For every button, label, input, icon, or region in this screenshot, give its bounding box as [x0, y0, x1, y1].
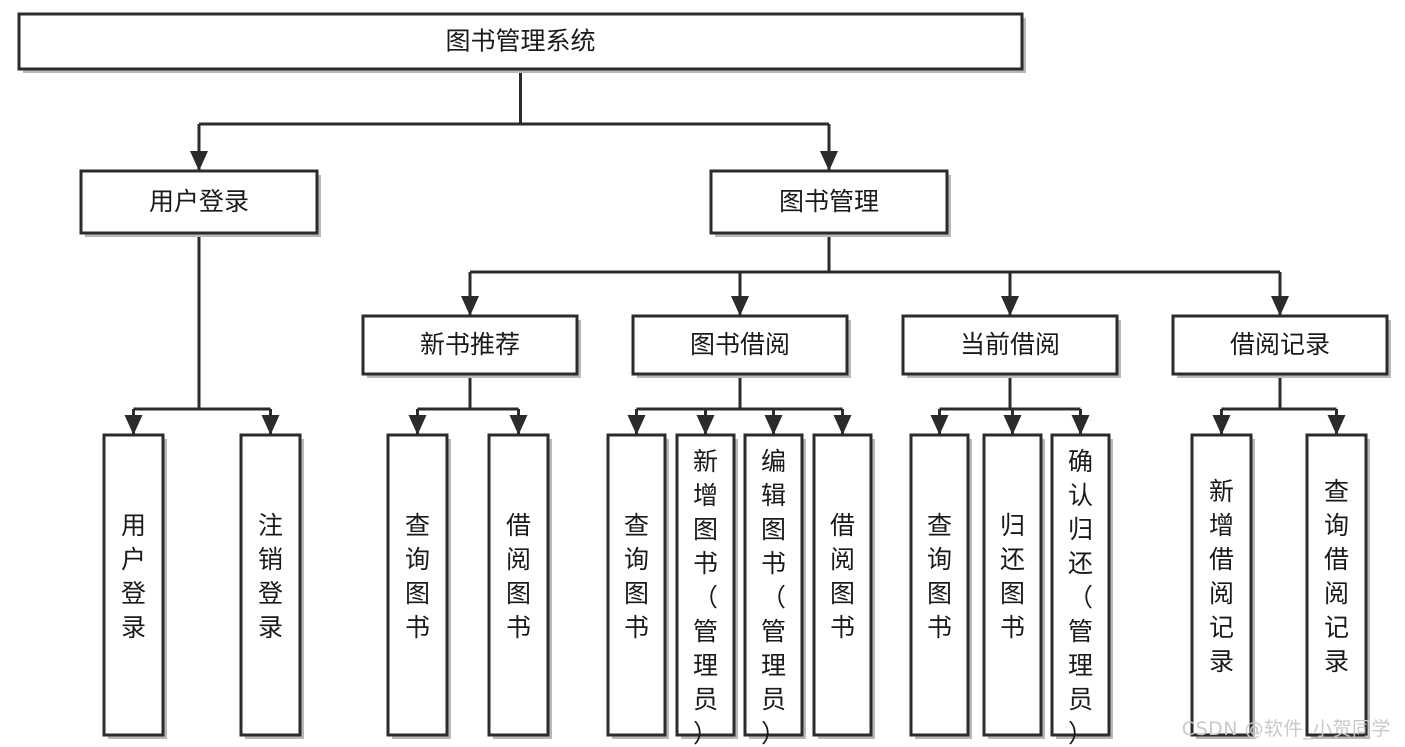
- node-leaf-add-borrow-record[interactable]: 新增借阅记录: [1190, 433, 1255, 739]
- node-label: 查询图书: [405, 511, 430, 642]
- node-box: [239, 433, 302, 737]
- node-label: 归还图书: [1000, 511, 1025, 642]
- node-layer: 图书管理系统用户登录图书管理新书推荐图书借阅当前借阅借阅记录用户登录注销登录查询…: [17, 12, 1391, 747]
- node-box: [1171, 314, 1389, 376]
- node-leaf-edit-book[interactable]: 编辑图书（管理员）: [743, 433, 806, 747]
- node-leaf-add-book[interactable]: 新增图书（管理员）: [675, 433, 738, 747]
- node-box: [675, 433, 736, 737]
- edge-group-current-borrow: [930, 374, 1090, 435]
- arrow-head: [1001, 296, 1019, 316]
- node-new-book-recommend[interactable]: 新书推荐: [361, 314, 581, 378]
- node-label: 查询借阅记录: [1324, 477, 1349, 676]
- node-label: 查询图书: [927, 511, 952, 642]
- arrow-head: [731, 296, 749, 316]
- node-user-login[interactable]: 用户登录: [79, 169, 321, 237]
- node-book-borrow[interactable]: 图书借阅: [631, 314, 851, 378]
- node-leaf-logout-login[interactable]: 注销登录: [239, 433, 304, 739]
- node-box: [709, 169, 949, 235]
- node-current-borrow[interactable]: 当前借阅: [901, 314, 1121, 378]
- arrow-head: [764, 415, 783, 435]
- node-box: [743, 433, 804, 737]
- node-leaf-query-borrow-record[interactable]: 查询借阅记录: [1305, 433, 1370, 739]
- node-box: [361, 314, 579, 376]
- node-leaf-query-book-3[interactable]: 查询图书: [909, 433, 972, 739]
- edge-group-user-login: [124, 233, 280, 435]
- node-box: [386, 433, 449, 737]
- arrow-head: [696, 415, 715, 435]
- node-leaf-borrow-book-2[interactable]: 借阅图书: [812, 433, 875, 739]
- node-box: [1305, 433, 1368, 737]
- arrow-head: [1212, 415, 1231, 435]
- edge-layer: [124, 69, 1346, 435]
- arrow-head: [190, 151, 208, 171]
- node-box: [1190, 433, 1253, 737]
- node-box: [909, 433, 970, 737]
- node-leaf-query-book-2[interactable]: 查询图书: [606, 433, 669, 739]
- arrow-head: [509, 415, 528, 435]
- edge-group-root: [190, 69, 838, 171]
- node-box: [982, 433, 1043, 737]
- edge-group-new-book-recommend: [408, 374, 528, 435]
- arrow-head: [461, 296, 479, 316]
- node-book-manage[interactable]: 图书管理: [709, 169, 951, 237]
- node-label: 用户登录: [121, 511, 146, 642]
- arrow-head: [1003, 415, 1022, 435]
- node-label: 确认归还（管理员）: [1068, 447, 1093, 747]
- arrow-head: [820, 151, 838, 171]
- arrow-head: [1271, 296, 1289, 316]
- node-label: 借阅图书: [830, 511, 855, 642]
- node-leaf-query-book-1[interactable]: 查询图书: [386, 433, 451, 739]
- node-leaf-borrow-book-1[interactable]: 借阅图书: [487, 433, 552, 739]
- node-box: [17, 12, 1024, 71]
- node-label: 当前借阅: [960, 330, 1060, 359]
- node-box: [1050, 433, 1111, 737]
- node-borrow-record[interactable]: 借阅记录: [1171, 314, 1391, 378]
- node-label: 新书推荐: [420, 330, 520, 359]
- arrow-head: [408, 415, 427, 435]
- node-leaf-user-login[interactable]: 用户登录: [102, 433, 167, 739]
- node-label: 编辑图书（管理员）: [761, 447, 786, 747]
- node-box: [102, 433, 165, 737]
- node-box: [79, 169, 319, 235]
- node-label: 查询图书: [624, 511, 649, 642]
- node-box: [487, 433, 550, 737]
- node-label: 借阅图书: [506, 511, 531, 642]
- node-box: [901, 314, 1119, 376]
- arrow-head: [261, 415, 280, 435]
- node-label: 新增借阅记录: [1209, 477, 1234, 676]
- node-label: 图书管理: [779, 187, 879, 216]
- node-label: 借阅记录: [1230, 330, 1330, 359]
- arrow-head: [1327, 415, 1346, 435]
- arrow-head: [833, 415, 852, 435]
- node-box: [812, 433, 873, 737]
- node-box: [606, 433, 667, 737]
- edge-group-book-manage: [461, 233, 1289, 316]
- node-label: 图书管理系统: [445, 27, 595, 56]
- arrow-head: [1071, 415, 1090, 435]
- node-label: 新增图书（管理员）: [693, 447, 718, 747]
- edge-group-book-borrow: [627, 374, 852, 435]
- node-label: 用户登录: [149, 187, 249, 216]
- arrow-head: [930, 415, 949, 435]
- node-label: 注销登录: [258, 511, 283, 642]
- node-box: [631, 314, 849, 376]
- node-leaf-return-book[interactable]: 归还图书: [982, 433, 1045, 739]
- edge-group-borrow-record: [1212, 374, 1346, 435]
- arrow-head: [124, 415, 143, 435]
- node-root[interactable]: 图书管理系统: [17, 12, 1026, 73]
- csdn-watermark: CSDN @软件_小贺同学: [1181, 718, 1391, 740]
- arrow-head: [627, 415, 646, 435]
- node-leaf-confirm-return[interactable]: 确认归还（管理员）: [1050, 433, 1113, 747]
- node-label: 图书借阅: [690, 330, 790, 359]
